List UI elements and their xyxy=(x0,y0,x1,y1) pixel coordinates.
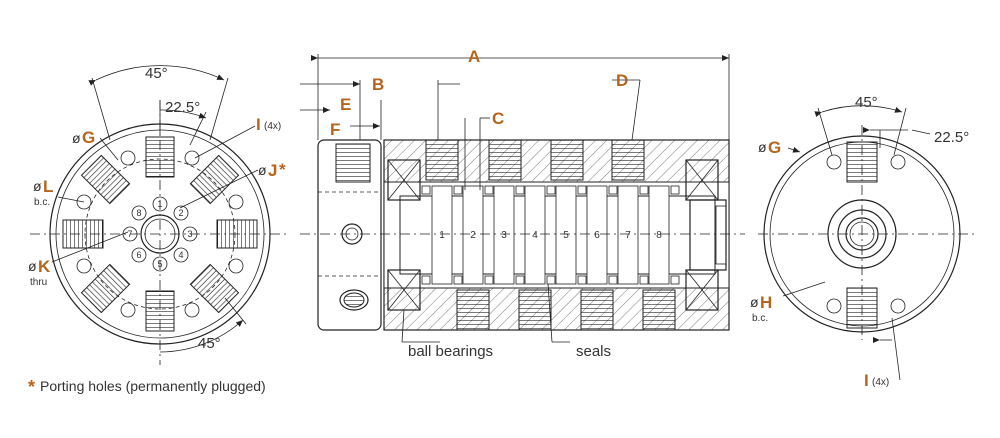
label-k: K xyxy=(38,257,51,276)
bc-label-l: b.c. xyxy=(34,197,50,208)
center-view-labels: A B E F C D ball bearings seals xyxy=(330,47,628,360)
count-4x-right: (4x) xyxy=(872,377,889,388)
seals-label: seals xyxy=(576,343,611,360)
label-i-left: I xyxy=(256,115,261,134)
angle-22-5-left: 22.5° xyxy=(165,99,200,116)
left-view-labels: 45° 22.5° 45° ø G I (4x) ø J * ø L b.c. … xyxy=(28,65,286,352)
port-label-2: 2 xyxy=(178,208,183,218)
port-label-1: 1 xyxy=(157,199,162,209)
channel-label-3: 3 xyxy=(501,230,507,241)
label-g-right: G xyxy=(768,138,781,157)
label-d: D xyxy=(616,71,628,90)
channel-label-5: 5 xyxy=(563,230,569,241)
left-end-view: 1 2 3 4 5 6 7 8 xyxy=(30,65,290,365)
channel-label-4: 4 xyxy=(532,230,538,241)
diam-symbol-h: ø xyxy=(750,294,759,310)
bc-label-h: b.c. xyxy=(752,313,768,324)
label-h: H xyxy=(760,293,772,312)
diam-symbol-g-right: ø xyxy=(758,139,767,155)
label-i-right: I xyxy=(864,371,869,390)
center-section-view: 1 2 3 4 5 6 7 8 xyxy=(300,54,745,343)
label-c: C xyxy=(492,109,504,128)
footnote: * Porting holes (permanently plugged) xyxy=(28,377,266,397)
label-a: A xyxy=(468,47,480,66)
label-l: L xyxy=(43,177,53,196)
port-label-6: 6 xyxy=(136,250,141,260)
label-g-left: G xyxy=(82,128,95,147)
diam-symbol-l: ø xyxy=(33,178,42,194)
label-j: J xyxy=(268,161,277,180)
port-label-4: 4 xyxy=(178,250,183,260)
channel-label-1: 1 xyxy=(439,230,445,241)
label-b: B xyxy=(372,75,384,94)
angle-45-bottom: 45° xyxy=(198,335,221,352)
channel-label-7: 7 xyxy=(625,230,631,241)
diam-symbol-k: ø xyxy=(28,258,37,274)
diam-symbol-g-left: ø xyxy=(72,130,81,146)
channel-label-8: 8 xyxy=(656,230,662,241)
right-end-view xyxy=(758,105,975,381)
label-e: E xyxy=(340,95,351,114)
ball-bearings-label: ball bearings xyxy=(408,343,493,360)
footnote-text: Porting holes (permanently plugged) xyxy=(40,378,266,394)
channel-label-6: 6 xyxy=(594,230,600,241)
footnote-star: * xyxy=(28,377,35,397)
port-label-5: 5 xyxy=(157,259,162,269)
channel-label-2: 2 xyxy=(470,230,476,241)
count-4x-left: (4x) xyxy=(264,121,281,132)
angle-45-right: 45° xyxy=(855,94,878,111)
right-view-labels: 45° 22.5° ø G ø H b.c. I (4x) xyxy=(750,94,969,390)
angle-22-5-right: 22.5° xyxy=(934,129,969,146)
label-f: F xyxy=(330,120,340,139)
port-label-8: 8 xyxy=(136,208,141,218)
label-j-star: * xyxy=(279,160,286,179)
port-label-3: 3 xyxy=(187,229,192,239)
angle-45-top: 45° xyxy=(145,65,168,82)
diam-symbol-j: ø xyxy=(258,162,267,178)
port-label-7: 7 xyxy=(127,229,132,239)
thru-label: thru xyxy=(30,277,47,288)
